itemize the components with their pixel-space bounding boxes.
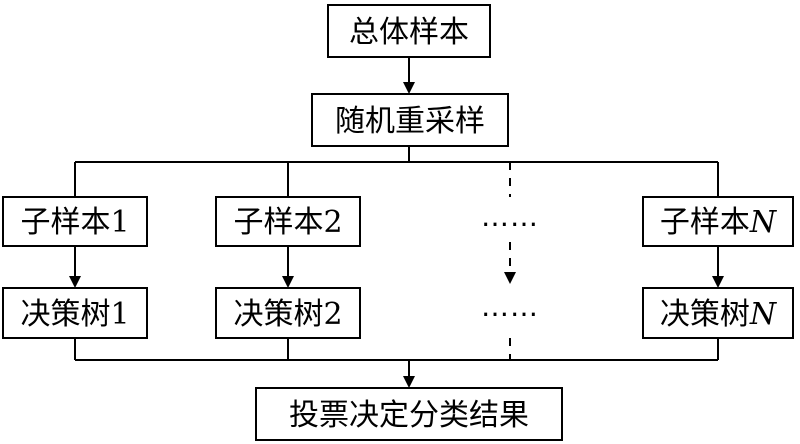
node-tree-2-box — [215, 287, 361, 339]
tree-2-index: 2 — [323, 297, 342, 332]
node-tree-1-label: 决策树1 — [20, 297, 129, 332]
node-vote-result-label: 投票决定分类结果 — [289, 398, 529, 433]
subsample-2-index: 2 — [323, 205, 342, 240]
tree-1-prefix: 决策树 — [20, 297, 110, 332]
arrowhead-ellipsis — [504, 272, 516, 284]
node-subsample-n-label: 子样本N — [660, 205, 778, 240]
subsample-n-index: N — [749, 205, 778, 240]
ellipsis-subsamples: …… — [481, 200, 539, 233]
tree-2-prefix: 决策树 — [233, 297, 323, 332]
node-tree-n-label: 决策树N — [660, 297, 778, 332]
subsample-1-prefix: 子样本 — [20, 205, 110, 240]
tree-1-index: 1 — [110, 297, 129, 332]
node-total-sample-box — [327, 4, 491, 58]
node-subsample-2-box — [215, 196, 361, 247]
arrowhead-resample — [403, 82, 415, 94]
node-random-resampling-box — [311, 93, 509, 147]
node-subsample-1-label: 子样本1 — [20, 205, 129, 240]
node-subsample-2-label: 子样本2 — [233, 205, 342, 240]
node-random-resampling-label: 随机重采样 — [335, 104, 485, 139]
ellipsis-trees: …… — [481, 290, 539, 323]
arrowhead-tree-1 — [69, 276, 81, 288]
arrowhead-vote — [403, 376, 415, 388]
arrowhead-tree-2 — [282, 276, 294, 288]
tree-n-prefix: 决策树 — [660, 297, 750, 332]
subsample-2-prefix: 子样本 — [233, 205, 323, 240]
node-subsample-n-box — [642, 196, 794, 247]
node-total-sample-label: 总体样本 — [349, 15, 469, 50]
arrowhead-tree-n — [712, 276, 724, 288]
subsample-n-prefix: 子样本 — [660, 205, 750, 240]
tree-n-index: N — [749, 297, 778, 332]
node-subsample-1-box — [2, 196, 148, 247]
node-vote-result-box — [255, 387, 563, 441]
node-tree-2-label: 决策树2 — [233, 297, 342, 332]
node-tree-1-box — [2, 287, 148, 339]
node-tree-n-box — [642, 287, 794, 339]
subsample-1-index: 1 — [110, 205, 129, 240]
